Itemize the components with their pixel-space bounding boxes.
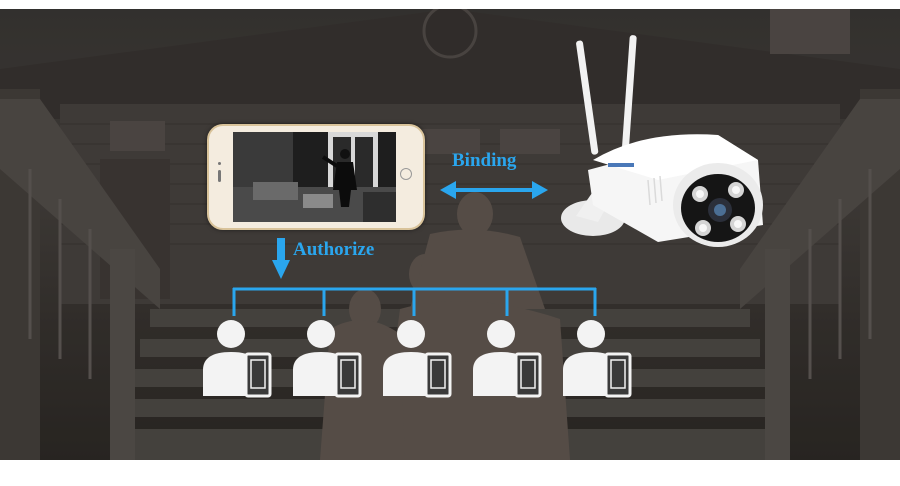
authorize-label: Authorize — [293, 239, 375, 260]
user-4 — [473, 318, 543, 398]
user-5 — [563, 318, 633, 398]
phone-camera-dot — [218, 162, 221, 165]
phone-speaker — [218, 170, 221, 182]
binding-label: Binding — [452, 150, 517, 171]
background-photo — [0, 9, 900, 460]
intruder-surveillance-image — [233, 132, 396, 222]
wifi-bullet-camera-icon — [561, 35, 763, 247]
user-with-phone-icon — [203, 320, 272, 398]
phone-home-button — [400, 168, 412, 180]
user-with-phone-icon — [293, 320, 362, 398]
user-3 — [383, 318, 453, 398]
user-with-phone-icon — [473, 320, 542, 398]
user-1 — [203, 318, 273, 398]
phone-screen-live-view — [233, 132, 396, 222]
smartphone-icon — [207, 124, 425, 230]
user-2 — [293, 318, 363, 398]
user-with-phone-icon — [563, 320, 632, 398]
user-with-phone-icon — [383, 320, 452, 398]
